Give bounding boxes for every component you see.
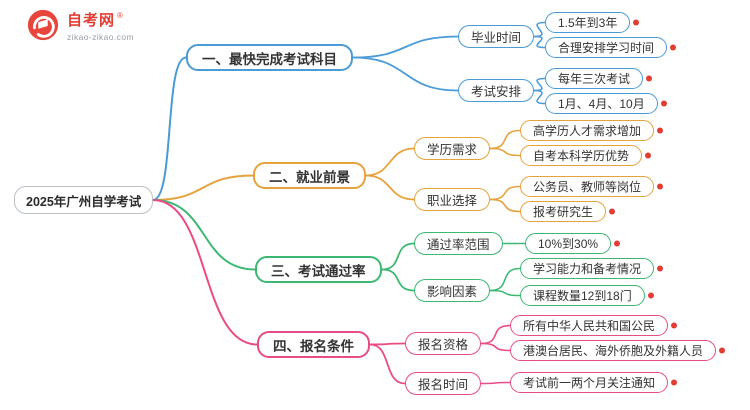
terminal-dot xyxy=(671,379,677,386)
brand-domain: zikao-zikao.com xyxy=(67,32,134,43)
connector-line xyxy=(533,77,546,92)
connector-line xyxy=(480,324,511,345)
terminal-dot xyxy=(657,127,663,134)
connector-line xyxy=(489,198,521,213)
connector-line xyxy=(533,21,546,38)
connector-line xyxy=(365,147,415,177)
leaf-node-2-1-2: 自考本科学历优势 xyxy=(520,145,643,166)
sub-node-3-2: 影响因素 xyxy=(414,279,491,302)
terminal-dot xyxy=(670,44,676,51)
sub-node-3-1: 通过率范围 xyxy=(414,232,503,255)
leaf-node-4-1-1: 所有中华人民共和国公民 xyxy=(510,315,669,336)
connector-line xyxy=(489,185,521,201)
leaf-node-2-2-1: 公务员、教师等岗位 xyxy=(520,176,655,197)
terminal-dot xyxy=(671,322,677,329)
branch-node-3: 三、考试通过率 xyxy=(255,256,382,283)
terminal-dot xyxy=(633,19,639,26)
leaf-node-1-2-1: 每年三次考试 xyxy=(545,68,644,89)
connector-line xyxy=(152,56,187,201)
terminal-dot xyxy=(609,208,615,215)
logo-text: 自考网 ® zikao-zikao.com xyxy=(67,10,134,43)
leaf-node-1-1-1: 1.5年到3年 xyxy=(545,12,631,33)
connector-line xyxy=(480,342,511,352)
brand-name: 自考网 xyxy=(67,11,116,29)
leaf-node-2-1-1: 高学历人才需求增加 xyxy=(520,120,655,141)
connector-line xyxy=(489,129,521,150)
connector-line xyxy=(352,35,459,59)
leaf-node-3-1-1: 10%到30% xyxy=(525,233,612,254)
terminal-dot xyxy=(657,265,663,272)
connector-line xyxy=(489,267,521,292)
connector-line xyxy=(369,342,406,346)
leaf-node-3-2-1: 学习能力和备考情况 xyxy=(520,258,655,279)
terminal-dot xyxy=(614,240,620,247)
registered-mark: ® xyxy=(117,10,123,20)
branch-node-2: 二、就业前景 xyxy=(253,162,366,189)
terminal-dot xyxy=(661,100,667,107)
sub-node-2-1: 学历需求 xyxy=(414,137,491,160)
connector-line xyxy=(489,147,521,157)
leaf-node-3-2-2: 课程数量12到18门 xyxy=(520,285,645,306)
sub-node-2-2: 职业选择 xyxy=(414,188,491,211)
connector-line xyxy=(152,174,254,201)
site-logo: 自考网 ® zikao-zikao.com xyxy=(26,8,134,47)
connector-line xyxy=(369,343,406,385)
sub-node-1-1: 毕业时间 xyxy=(458,25,535,48)
leaf-node-2-2-2: 报考研究生 xyxy=(520,201,607,222)
leaf-node-4-1-2: 港澳台居民、海外侨胞及外籍人员 xyxy=(510,340,717,361)
branch-node-1: 一、最快完成考试科目 xyxy=(186,44,353,71)
connector-line xyxy=(152,199,258,346)
sub-node-4-2: 报名时间 xyxy=(405,372,482,395)
connector-line xyxy=(381,268,415,292)
connector-line xyxy=(152,199,256,271)
connector-line xyxy=(480,381,511,385)
connector-line xyxy=(489,289,521,297)
terminal-dot xyxy=(719,347,725,354)
terminal-dot xyxy=(646,75,652,82)
sub-node-1-2: 考试安排 xyxy=(458,79,535,102)
terminal-dot xyxy=(645,152,651,159)
sub-node-4-1: 报名资格 xyxy=(405,332,482,355)
leaf-node-4-2-1: 考试前一两个月关注通知 xyxy=(510,372,669,393)
connector-line xyxy=(533,35,546,49)
leaf-node-1-2-2: 1月、4月、10月 xyxy=(545,93,658,114)
leaf-node-1-1-2: 合理安排学习时间 xyxy=(545,37,668,58)
connector-line xyxy=(365,174,415,201)
terminal-dot xyxy=(657,183,663,190)
branch-node-4: 四、报名条件 xyxy=(257,331,370,358)
connector-line xyxy=(381,242,415,271)
terminal-dot xyxy=(648,292,654,299)
connector-line xyxy=(352,56,459,92)
zikao-logo-icon xyxy=(26,8,60,47)
root-node: 2025年广州自学考试 xyxy=(14,186,154,214)
connector-line xyxy=(533,89,546,105)
